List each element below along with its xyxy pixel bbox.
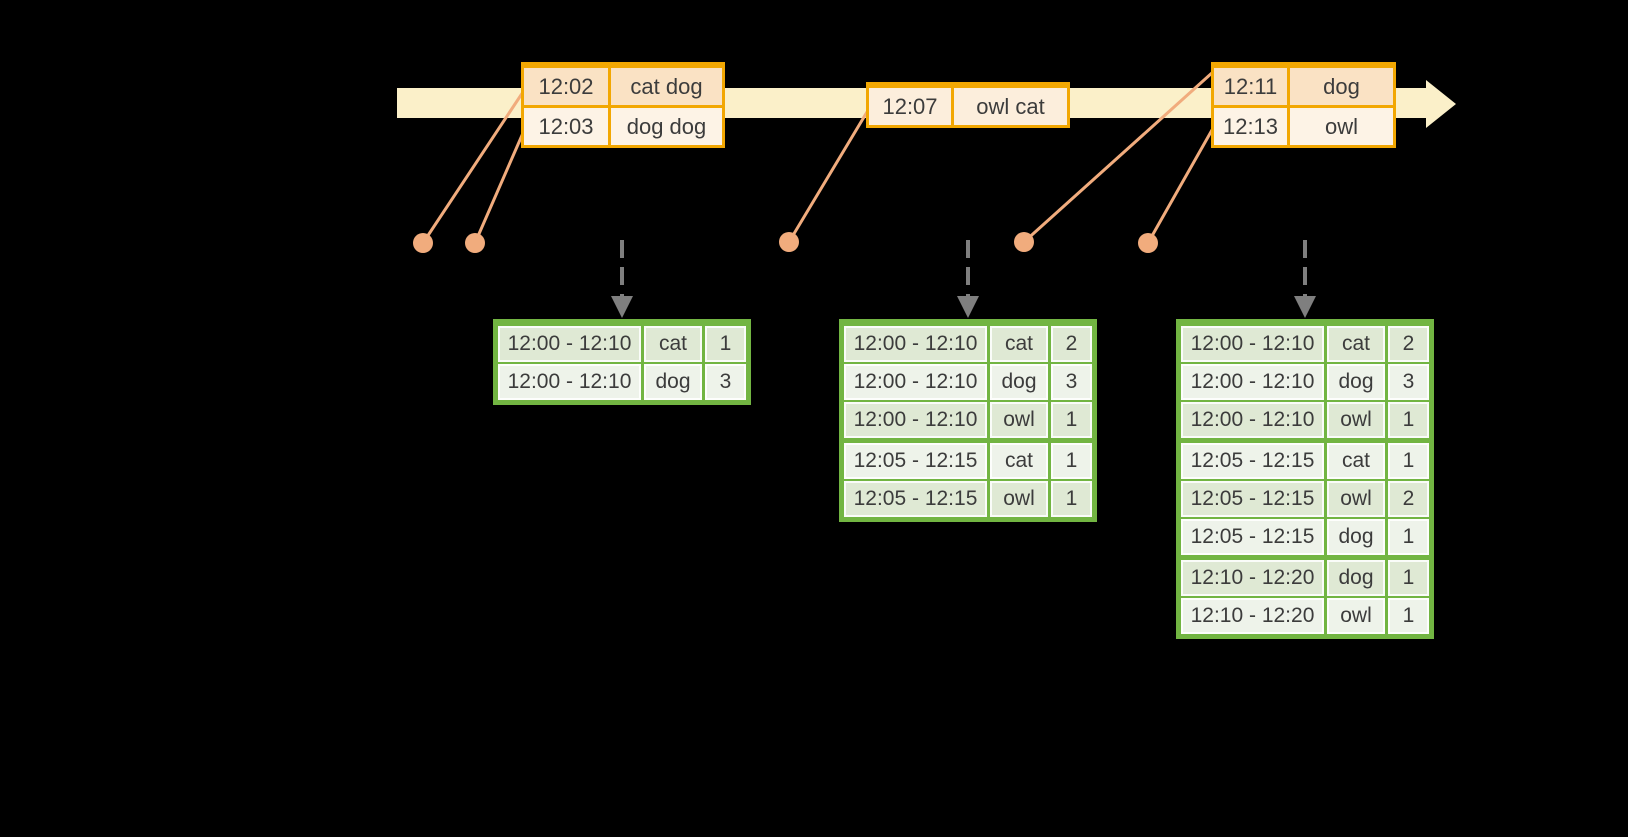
event-dot: [1138, 233, 1158, 253]
event-time: 12:02: [524, 68, 608, 105]
result-row: 12:05 - 12:15 cat 1: [1181, 443, 1429, 479]
event-table-1: 12:02 cat dog 12:03 dog dog: [521, 62, 725, 148]
trigger-arrowhead-icon: [1294, 296, 1316, 318]
result-word: dog: [1327, 364, 1385, 400]
event-words: cat dog: [611, 68, 722, 105]
event-time: 12:11: [1214, 68, 1287, 105]
event-connector-line: [473, 131, 525, 245]
result-window: 12:00 - 12:10: [498, 326, 641, 362]
result-row: 12:05 - 12:15 dog 1: [1181, 519, 1429, 555]
event-row: 12:03 dog dog: [524, 108, 722, 145]
result-window: 12:00 - 12:10: [844, 402, 987, 438]
event-row: 12:13 owl: [1214, 108, 1393, 145]
event-words: owl: [1290, 108, 1393, 145]
result-word: cat: [990, 443, 1048, 479]
result-count: 1: [1051, 481, 1092, 517]
timeline-arrowhead-icon: [1426, 80, 1456, 128]
result-row: 12:05 - 12:15 cat 1: [844, 443, 1092, 479]
event-dot: [465, 233, 485, 253]
result-window: 12:05 - 12:15: [1181, 519, 1324, 555]
result-word: owl: [1327, 481, 1385, 517]
event-row: 12:02 cat dog: [524, 68, 722, 105]
result-row: 12:00 - 12:10 owl 1: [844, 402, 1092, 438]
result-count: 3: [1388, 364, 1429, 400]
event-table-3: 12:11 dog 12:13 owl: [1211, 62, 1396, 148]
event-time: 12:13: [1214, 108, 1287, 145]
result-window: 12:00 - 12:10: [1181, 402, 1324, 438]
trigger-arrowhead-icon: [611, 296, 633, 318]
event-row: 12:11 dog: [1214, 68, 1393, 105]
event-row: 12:07 owl cat: [869, 88, 1067, 125]
event-dot: [413, 233, 433, 253]
event-words: owl cat: [954, 88, 1067, 125]
result-word: dog: [1327, 519, 1385, 555]
result-window: 12:10 - 12:20: [1181, 598, 1324, 634]
result-count: 3: [705, 364, 746, 400]
result-word: cat: [644, 326, 702, 362]
result-count: 1: [1388, 443, 1429, 479]
result-count: 1: [1051, 402, 1092, 438]
event-table-2: 12:07 owl cat: [866, 82, 1070, 128]
result-table-3: 12:00 - 12:10 cat 2 12:00 - 12:10 dog 3 …: [1176, 319, 1434, 639]
result-count: 1: [705, 326, 746, 362]
result-count: 1: [1051, 443, 1092, 479]
result-count: 2: [1051, 326, 1092, 362]
event-connector-line: [787, 110, 869, 244]
result-row: 12:00 - 12:10 cat 2: [844, 326, 1092, 362]
event-words: dog dog: [611, 108, 722, 145]
result-row: 12:00 - 12:10 dog 3: [1181, 364, 1429, 400]
result-word: dog: [990, 364, 1048, 400]
result-word: cat: [990, 326, 1048, 362]
result-count: 1: [1388, 598, 1429, 634]
result-window: 12:00 - 12:10: [844, 326, 987, 362]
result-count: 3: [1051, 364, 1092, 400]
event-time: 12:03: [524, 108, 608, 145]
event-dot: [1014, 232, 1034, 252]
result-row: 12:00 - 12:10 cat 1: [498, 326, 746, 362]
trigger-arrowhead-icon: [957, 296, 979, 318]
result-word: cat: [1327, 326, 1385, 362]
result-row: 12:10 - 12:20 owl 1: [1181, 598, 1429, 634]
result-window: 12:10 - 12:20: [1181, 560, 1324, 596]
event-time: 12:07: [869, 88, 951, 125]
result-window: 12:05 - 12:15: [844, 443, 987, 479]
result-row: 12:05 - 12:15 owl 1: [844, 481, 1092, 517]
event-dot: [779, 232, 799, 252]
result-table-1: 12:00 - 12:10 cat 1 12:00 - 12:10 dog 3: [493, 319, 751, 405]
result-row: 12:10 - 12:20 dog 1: [1181, 560, 1429, 596]
result-row: 12:05 - 12:15 owl 2: [1181, 481, 1429, 517]
result-window: 12:05 - 12:15: [844, 481, 987, 517]
result-word: owl: [1327, 598, 1385, 634]
result-row: 12:00 - 12:10 cat 2: [1181, 326, 1429, 362]
result-word: dog: [1327, 560, 1385, 596]
result-window: 12:00 - 12:10: [498, 364, 641, 400]
result-row: 12:00 - 12:10 dog 3: [844, 364, 1092, 400]
result-window: 12:00 - 12:10: [1181, 326, 1324, 362]
result-window: 12:05 - 12:15: [1181, 443, 1324, 479]
result-word: owl: [990, 402, 1048, 438]
event-words: dog: [1290, 68, 1393, 105]
result-count: 1: [1388, 560, 1429, 596]
result-word: cat: [1327, 443, 1385, 479]
result-count: 1: [1388, 402, 1429, 438]
result-window: 12:00 - 12:10: [844, 364, 987, 400]
result-word: dog: [644, 364, 702, 400]
result-count: 2: [1388, 326, 1429, 362]
result-row: 12:00 - 12:10 owl 1: [1181, 402, 1429, 438]
result-row: 12:00 - 12:10 dog 3: [498, 364, 746, 400]
result-count: 1: [1388, 519, 1429, 555]
result-table-2: 12:00 - 12:10 cat 2 12:00 - 12:10 dog 3 …: [839, 319, 1097, 522]
event-connector-line: [1146, 128, 1214, 245]
result-word: owl: [990, 481, 1048, 517]
result-word: owl: [1327, 402, 1385, 438]
result-window: 12:00 - 12:10: [1181, 364, 1324, 400]
result-count: 2: [1388, 481, 1429, 517]
result-window: 12:05 - 12:15: [1181, 481, 1324, 517]
